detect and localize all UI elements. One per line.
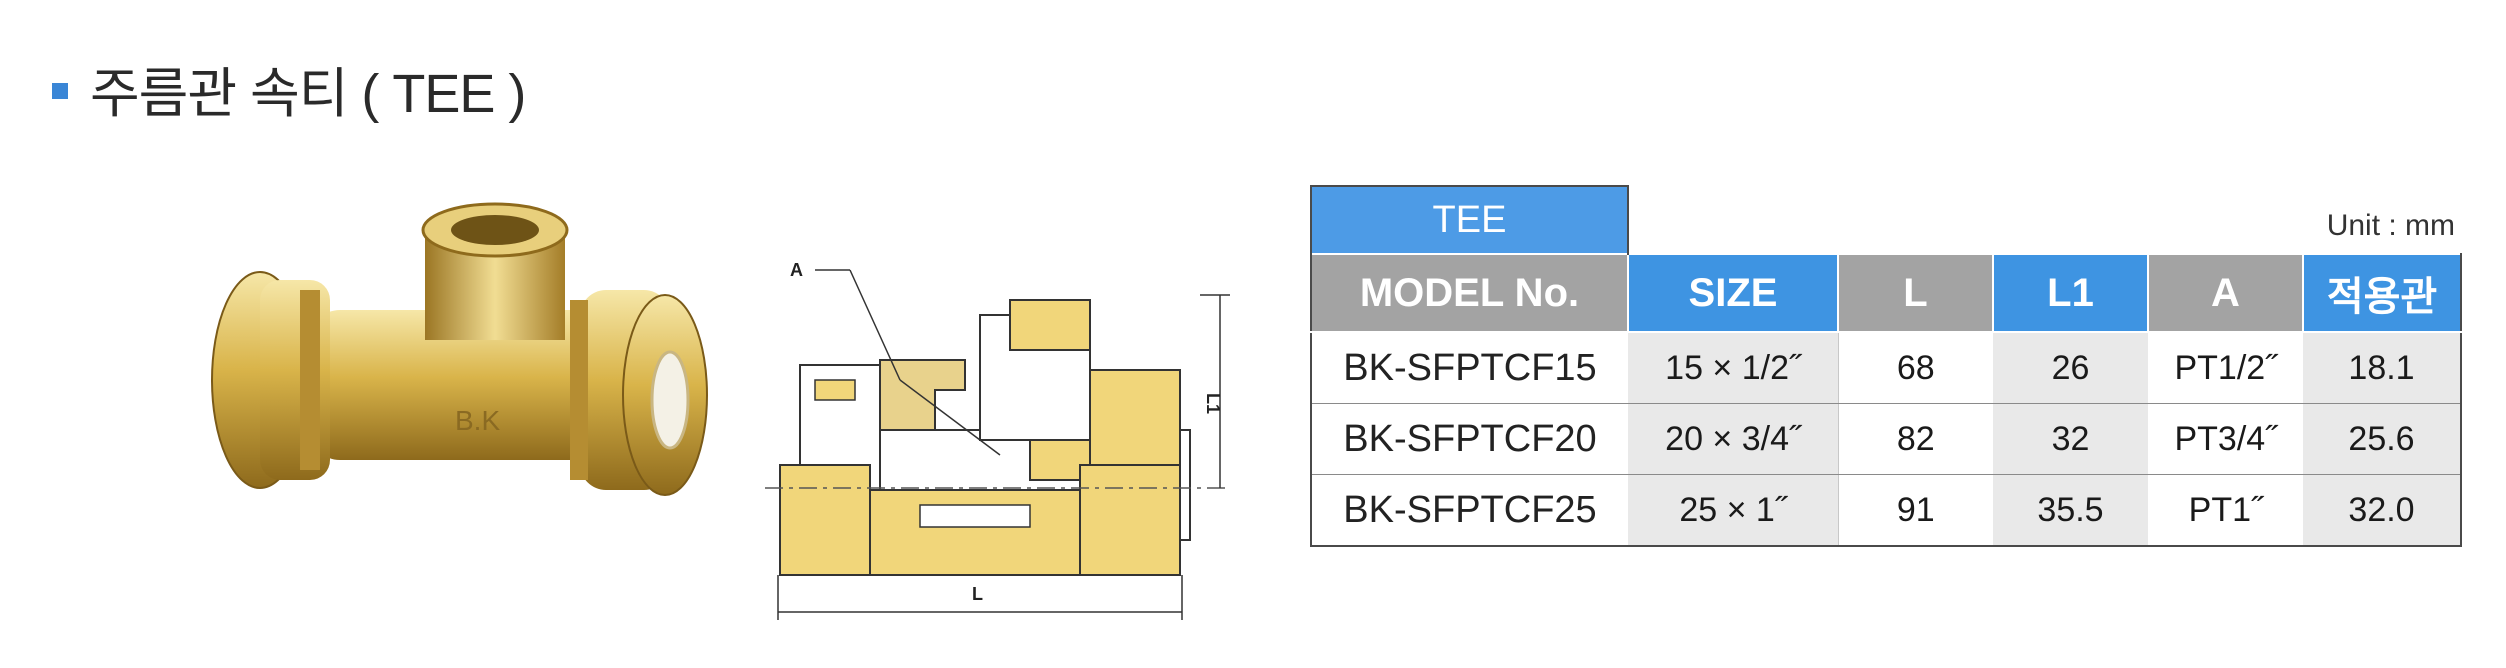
dim-label-a: A xyxy=(790,260,803,280)
page-title: 주름관 속티 ( TEE ) xyxy=(90,63,526,124)
col-header-l: L xyxy=(1837,253,1994,333)
pipe-cell: 25.6 xyxy=(2303,403,2463,475)
product-photo: B.K xyxy=(211,202,708,496)
unit-label: Unit : mm xyxy=(2326,209,2456,242)
l-cell: 82 xyxy=(1837,403,1993,475)
spec-table: TEE Unit : mm MODEL No. SIZE L L1 A 적용관 … xyxy=(1310,185,2463,547)
size-cell: 15 × 1/2˝ xyxy=(1628,332,1838,404)
table-row: BK-SFPTCF15 15 × 1/2˝ 68 26 PT1/2˝ 18.1 xyxy=(1310,332,2463,404)
model-cell: BK-SFPTCF25 xyxy=(1310,474,1628,547)
stamp-text: B.K xyxy=(455,405,500,436)
model-cell: BK-SFPTCF20 xyxy=(1310,403,1628,475)
size-cell: 20 × 3/4˝ xyxy=(1628,403,1838,475)
a-cell: PT1/2˝ xyxy=(2148,332,2303,404)
technical-drawing: A L1 L xyxy=(765,260,1230,620)
table-group-row: TEE Unit : mm xyxy=(1310,185,2461,255)
page-title-group: 주름관 속티 ( TEE ) xyxy=(52,52,526,124)
a-cell: PT1˝ xyxy=(2148,474,2303,547)
l1-cell: 32 xyxy=(1993,403,2148,475)
table-header-row: MODEL No. SIZE L L1 A 적용관 xyxy=(1310,253,2463,333)
l1-cell: 26 xyxy=(1993,332,2148,404)
table-row: BK-SFPTCF20 20 × 3/4˝ 82 32 PT3/4˝ 25.6 xyxy=(1310,403,2463,475)
col-header-l1: L1 xyxy=(1992,253,2149,333)
l-cell: 91 xyxy=(1837,474,1993,547)
square-bullet-icon xyxy=(52,83,68,99)
l1-cell: 35.5 xyxy=(1993,474,2148,547)
col-header-a: A xyxy=(2147,253,2304,333)
col-header-model: MODEL No. xyxy=(1310,253,1629,333)
col-header-size: SIZE xyxy=(1627,253,1839,333)
table-group-header: TEE xyxy=(1310,185,1629,255)
model-cell: BK-SFPTCF15 xyxy=(1310,332,1628,404)
l-cell: 68 xyxy=(1837,332,1993,404)
pipe-cell: 32.0 xyxy=(2303,474,2463,547)
pipe-cell: 18.1 xyxy=(2303,332,2463,404)
table-row: BK-SFPTCF25 25 × 1˝ 91 35.5 PT1˝ 32.0 xyxy=(1310,474,2463,547)
dim-label-l1: L1 xyxy=(1203,393,1223,414)
a-cell: PT3/4˝ xyxy=(2148,403,2303,475)
size-cell: 25 × 1˝ xyxy=(1628,474,1838,547)
col-header-pipe: 적용관 xyxy=(2301,253,2463,333)
dim-label-l: L xyxy=(972,584,983,604)
